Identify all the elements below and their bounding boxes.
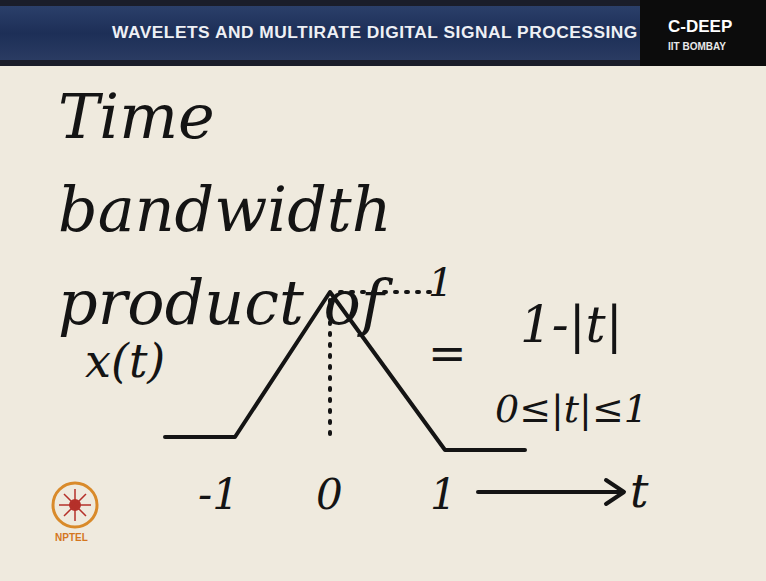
axis-name: t (630, 468, 649, 514)
equals-sign: = (428, 330, 467, 376)
axis-tick: 1 (430, 474, 457, 516)
formula: 1-|t| (520, 300, 623, 350)
axis-tick: 0 (316, 474, 343, 516)
banner-title: WAVELETS AND MULTIRATE DIGITAL SIGNAL PR… (112, 24, 638, 41)
banner-band (0, 6, 640, 60)
board (0, 66, 766, 581)
banner-logo-subtext: IIT BOMBAY (668, 42, 726, 52)
logo-box (640, 0, 766, 66)
formula-range: 0≤|t|≤1 (495, 390, 648, 428)
banner-top (0, 0, 766, 66)
logo-text: NPTEL (55, 533, 88, 543)
axis-tick: -1 (198, 474, 239, 516)
nptel-logo (53, 483, 97, 527)
slide-title: Time bandwidth product of (58, 70, 538, 349)
peak-value: 1 (428, 262, 453, 302)
banner-logo-text: C-DEEP (668, 18, 732, 35)
signal-name: x(t) (85, 338, 165, 384)
